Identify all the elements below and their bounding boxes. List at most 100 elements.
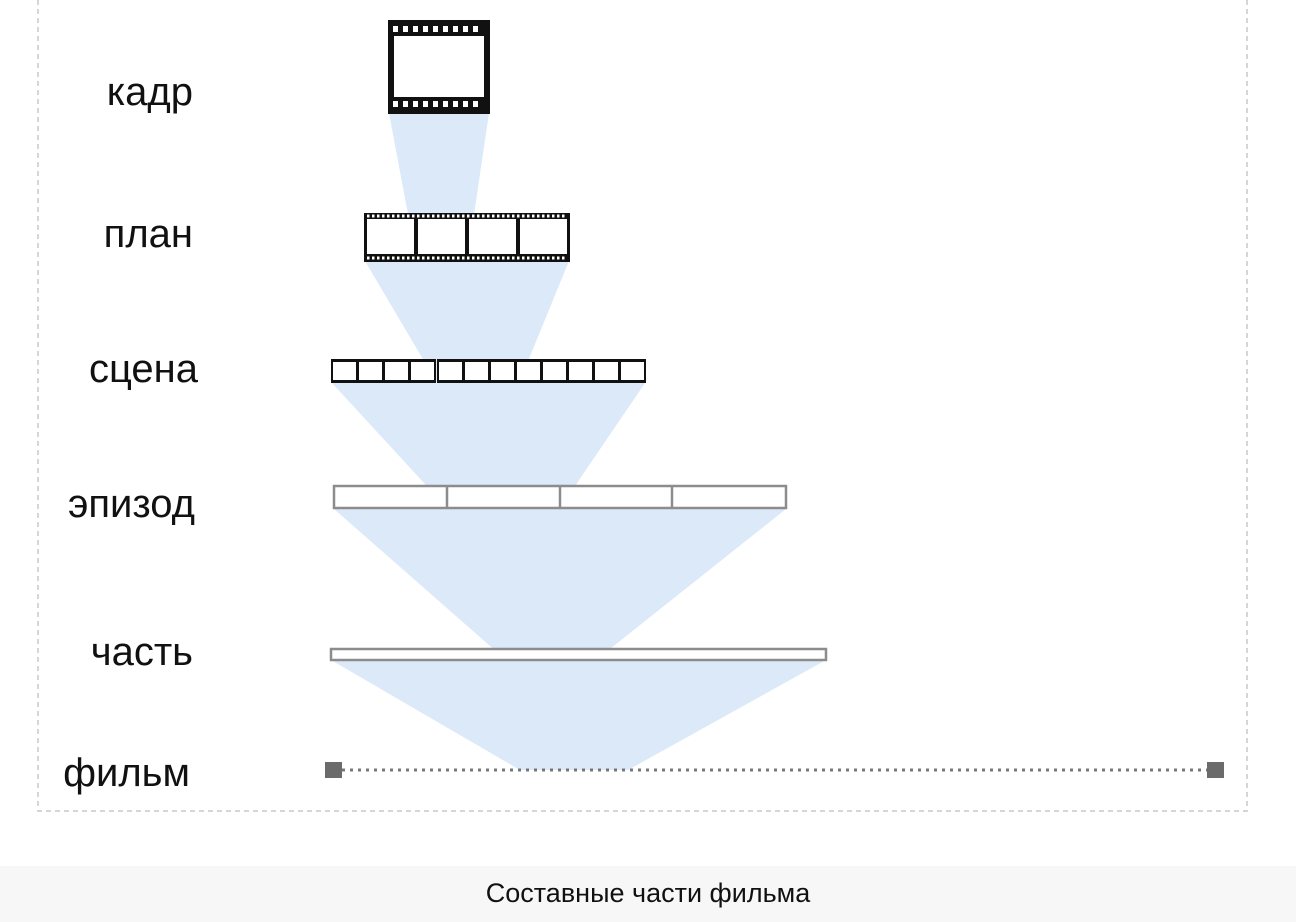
perforation-hole [382, 214, 385, 218]
perforation-hole [497, 214, 500, 218]
perforation-hole [517, 214, 520, 218]
scene-frame-cell [543, 362, 566, 380]
level-label-scene: сцена [89, 347, 199, 391]
perforation-hole [402, 214, 405, 218]
projection-beams [331, 113, 826, 770]
shot-frame-cell [367, 219, 414, 254]
scene-frame-cell [333, 362, 356, 380]
perforation-hole [527, 256, 530, 260]
level-label-frame: кадр [107, 70, 193, 114]
perforation-hole [492, 256, 495, 260]
perforation-hole [477, 256, 480, 260]
perforation-hole [417, 214, 420, 218]
perforation-hole [507, 214, 510, 218]
perforation-hole [412, 256, 415, 260]
perforation-hole [427, 214, 430, 218]
perforation-hole [453, 101, 458, 107]
figure-caption: Составные части фильма [485, 878, 811, 908]
part-bar [329, 647, 828, 662]
perforation-hole [527, 214, 530, 218]
scene-frame-cell [621, 362, 644, 380]
perforation-hole [377, 214, 380, 218]
perforation-hole [487, 256, 490, 260]
filmstrip-shot-icon [364, 213, 570, 262]
scene-frame-cell [595, 362, 618, 380]
perforation-hole [387, 214, 390, 218]
perforation-hole [512, 256, 515, 260]
level-label-shot: план [104, 212, 193, 256]
shot-frame-cell [418, 219, 465, 254]
perforation-hole [462, 214, 465, 218]
diagram-border [37, 0, 1248, 812]
episode-bar [332, 484, 788, 510]
perforation-hole [482, 256, 485, 260]
perforation-hole [433, 26, 438, 32]
shot-frame-cell [469, 219, 516, 254]
perforation-hole [463, 26, 468, 32]
perforation-hole [452, 256, 455, 260]
beam-episode-to-part [334, 509, 786, 660]
perforation-hole [492, 214, 495, 218]
perforation-hole [412, 214, 415, 218]
perforation-hole [437, 256, 440, 260]
perforation-hole [392, 214, 395, 218]
perforation-hole [437, 214, 440, 218]
perforation-hole [537, 256, 540, 260]
beam-shot-to-scene [365, 261, 569, 383]
perforation-hole [482, 214, 485, 218]
perforation-hole [452, 214, 455, 218]
perforation-hole [462, 256, 465, 260]
scene-frames [333, 362, 644, 380]
perforation-hole [472, 214, 475, 218]
perforation-hole [402, 256, 405, 260]
perforation-hole [562, 214, 565, 218]
perforation-hole [432, 256, 435, 260]
shot-frames [367, 219, 567, 254]
perforation-hole [473, 101, 478, 107]
scene-frame-cell [517, 362, 540, 380]
film-end-marker [1207, 762, 1224, 778]
scene-frame-cell [465, 362, 488, 380]
perforation-hole [413, 26, 418, 32]
perforation-hole [497, 256, 500, 260]
perforation-hole [537, 214, 540, 218]
perforation-hole [512, 214, 515, 218]
level-label-film: фильм [63, 751, 190, 795]
perforation-hole [417, 256, 420, 260]
perforation-hole [442, 256, 445, 260]
perforation-hole [382, 256, 385, 260]
perforation-hole [447, 214, 450, 218]
perforation-hole [432, 214, 435, 218]
perforation-hole [522, 214, 525, 218]
perforation-hole [393, 26, 398, 32]
perforation-hole [392, 256, 395, 260]
perforation-hole [477, 214, 480, 218]
perforation-hole [377, 256, 380, 260]
level-label-part: часть [91, 630, 193, 674]
perforation-hole [502, 214, 505, 218]
scene-frame-cell [359, 362, 382, 380]
perforation-hole [453, 26, 458, 32]
perforation-hole [422, 214, 425, 218]
beam-scene-to-episode [332, 383, 645, 508]
film-timeline [325, 762, 1224, 778]
perforation-hole [393, 101, 398, 107]
level-label-episode: эпизод [68, 482, 195, 526]
perforation-hole [387, 256, 390, 260]
perforation-hole [467, 214, 470, 218]
perforation-hole [532, 256, 535, 260]
scene-frame-cell [385, 362, 408, 380]
perforation-hole [552, 256, 555, 260]
shot-frame-cell [520, 219, 567, 254]
perforation-hole [542, 214, 545, 218]
film-structure-diagram: кадр план сцена эпизод часть фильм [37, 0, 1248, 812]
filmstrip-scene-icon [331, 359, 646, 383]
perforation-hole [552, 214, 555, 218]
footer-bar [0, 866, 1296, 922]
scene-frame-cell [411, 362, 434, 380]
perforation-hole [403, 101, 408, 107]
perforation-hole [422, 256, 425, 260]
perforation-hole [372, 214, 375, 218]
perforation-hole [557, 256, 560, 260]
perforation-hole [413, 101, 418, 107]
